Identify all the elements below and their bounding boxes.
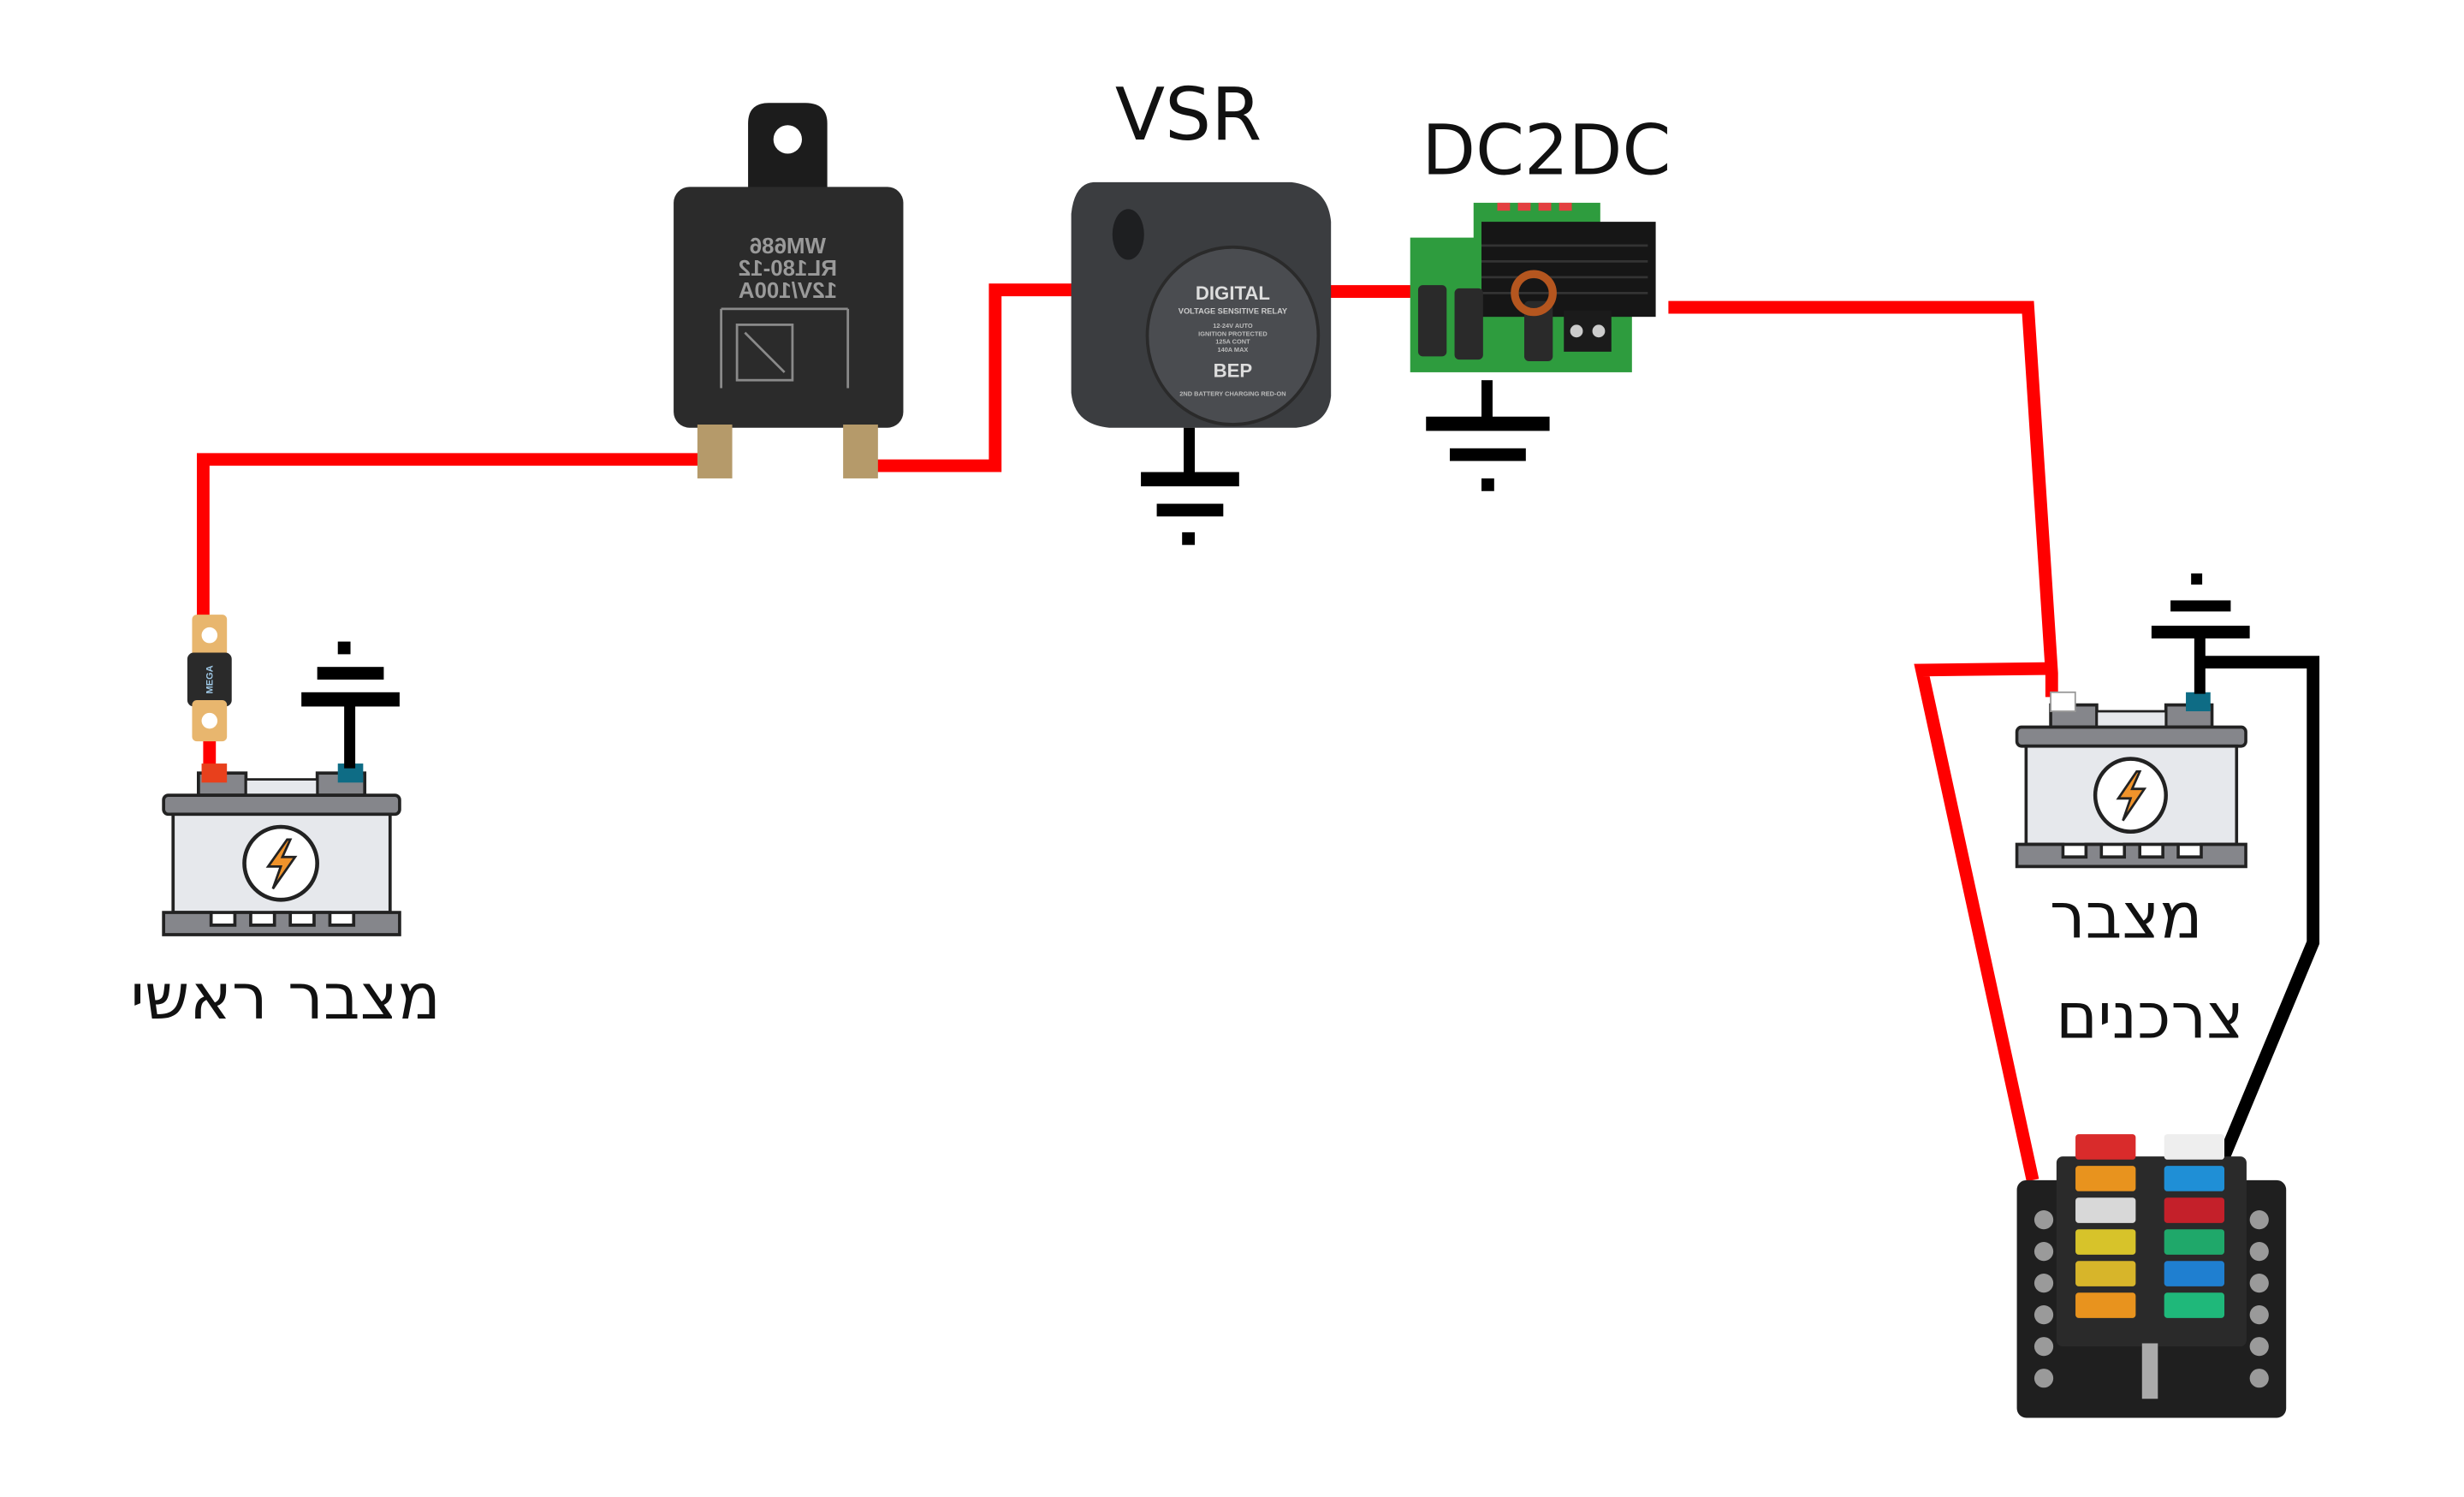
blade-fuse [2164, 1134, 2225, 1160]
voltage-sensitive-relay: DIGITAL VOLTAGE SENSITIVE RELAY 12-24V A… [1071, 181, 1332, 428]
svg-text:WM686: WM686 [750, 235, 826, 258]
blade-fuse [2164, 1292, 2225, 1318]
wire-fuse-to-relay [197, 453, 710, 618]
fuse-slots [2075, 1134, 2225, 1318]
svg-text:VOLTAGE SENSITIVE RELAY: VOLTAGE SENSITIVE RELAY [1179, 306, 1288, 315]
fuse-box [2016, 1134, 2287, 1418]
wire-relay-to-vsr [855, 283, 1078, 472]
aux-battery-label-line1: מצבר [2050, 880, 2203, 953]
wire-dc2dc-to-aux-battery [1668, 300, 2058, 698]
svg-text:MEGA: MEGA [205, 665, 216, 693]
vsr-label: VSR [1115, 73, 1262, 157]
svg-text:DIGITAL: DIGITAL [1196, 282, 1270, 304]
mega-fuse: MEGA [187, 615, 232, 742]
negative-terminal [2186, 692, 2211, 712]
aux-battery-label-line2: צרכנים [2056, 979, 2244, 1053]
positive-terminal [2050, 691, 2076, 712]
svg-text:BEP: BEP [1214, 359, 1253, 381]
blade-fuse [2075, 1134, 2136, 1160]
positive-terminal [201, 763, 228, 783]
battery-isolator-relay: WM686 RL180-12 12V/100A [674, 103, 904, 478]
svg-text:125A CONT: 125A CONT [1215, 338, 1250, 346]
ground-wire-aux-to-fusebox [2199, 656, 2320, 1162]
svg-text:RL180-12: RL180-12 [739, 257, 837, 281]
svg-text:12-24V AUTO: 12-24V AUTO [1213, 322, 1253, 330]
blade-fuse [2164, 1261, 2225, 1286]
blade-fuse [2075, 1261, 2136, 1286]
svg-text:2ND BATTERY CHARGING RED-ON: 2ND BATTERY CHARGING RED-ON [1179, 390, 1285, 398]
blade-fuse [2164, 1197, 2225, 1223]
wire-aux-battery-to-fusebox [1914, 662, 2052, 1182]
dc2dc-ground-symbol [1426, 380, 1550, 491]
aux-battery-ground-symbol [2151, 573, 2250, 694]
blade-fuse [2164, 1229, 2225, 1255]
main-battery-ground-symbol [301, 641, 400, 769]
blade-fuse [2075, 1197, 2136, 1223]
blade-fuse [2075, 1292, 2136, 1318]
svg-text:IGNITION PROTECTED: IGNITION PROTECTED [1198, 330, 1268, 337]
dc2dc-label: DC2DC [1422, 110, 1671, 192]
main-battery-label: מצבר ראשי [130, 960, 441, 1034]
svg-text:12V/100A: 12V/100A [738, 279, 837, 303]
blade-fuse [2075, 1229, 2136, 1255]
vsr-ground-symbol [1141, 427, 1239, 545]
positive-wires [197, 283, 2058, 1182]
svg-text:140A MAX: 140A MAX [1217, 346, 1248, 353]
aux-battery [2017, 691, 2246, 867]
blade-fuse [2075, 1166, 2136, 1191]
blade-fuse [2164, 1166, 2225, 1191]
main-battery [163, 763, 400, 935]
dc2dc-converter [1410, 202, 1656, 372]
